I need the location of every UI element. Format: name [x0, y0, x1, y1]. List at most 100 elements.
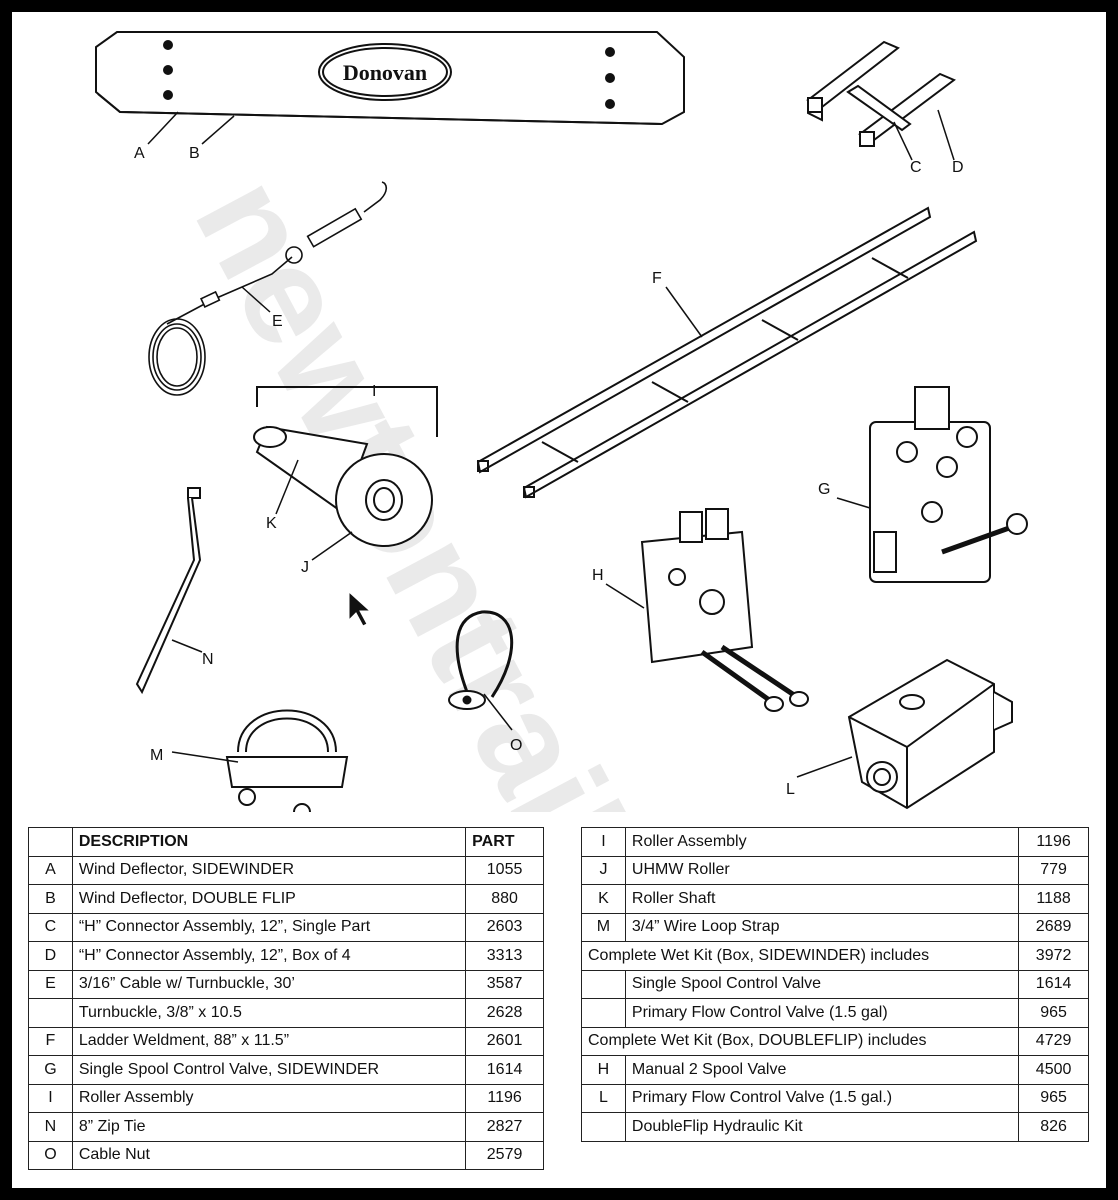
callout-labels: A B C D E F G H I J K L M N O — [134, 145, 964, 798]
row-part: 779 — [1018, 855, 1089, 885]
row-part: 1055 — [465, 855, 544, 885]
callout-l: L — [786, 781, 795, 798]
row-key — [581, 1112, 626, 1142]
row-part: 826 — [1018, 1112, 1089, 1142]
row-description: Complete Wet Kit (Box, SIDEWINDER) inclu… — [580, 941, 1020, 971]
row-description: Manual 2 Spool Valve — [624, 1055, 1020, 1085]
callout-o: O — [510, 737, 522, 754]
row-part: 965 — [1018, 998, 1089, 1028]
row-description: Ladder Weldment, 88” x 11.5” — [71, 1026, 467, 1056]
row-description: Roller Assembly — [71, 1083, 467, 1113]
row-part: 3587 — [465, 969, 544, 999]
row-key — [581, 998, 626, 1028]
row-description: “H” Connector Assembly, 12”, Single Part — [71, 912, 467, 942]
ladder-drawing — [476, 206, 978, 499]
h-connector-drawing — [806, 40, 956, 147]
row-key: E — [28, 969, 73, 999]
row-key: A — [28, 855, 73, 885]
row-description: Wind Deflector, DOUBLE FLIP — [71, 884, 467, 914]
spool-valve-drawing — [640, 508, 809, 712]
parts-sheet: newtontrailers Donovan — [12, 12, 1106, 1188]
row-description: Single Spool Control Valve — [624, 969, 1020, 999]
row-key — [28, 998, 73, 1028]
row-key: C — [28, 912, 73, 942]
row-key: I — [28, 1083, 73, 1113]
row-description: 3/16” Cable w/ Turnbuckle, 30’ — [71, 969, 467, 999]
row-key: I — [581, 827, 626, 857]
wind-deflector-drawing — [95, 31, 685, 126]
callout-n: N — [202, 651, 214, 668]
callout-e: E — [272, 313, 283, 330]
row-part: 1614 — [465, 1055, 544, 1085]
row-key: G — [28, 1055, 73, 1085]
roller-drawing — [253, 386, 438, 547]
table-row: Complete Wet Kit (Box, SIDEWINDER) inclu… — [580, 941, 1089, 971]
table-header-row: DESCRIPTION PART — [28, 827, 544, 857]
row-part: 2689 — [1018, 912, 1089, 942]
row-part: 4729 — [1018, 1026, 1089, 1056]
row-description: Roller Assembly — [624, 827, 1020, 857]
row-part: 4500 — [1018, 1055, 1089, 1085]
row-description: UHMW Roller — [624, 855, 1020, 885]
brand-logo: Donovan — [343, 60, 427, 85]
row-description: Complete Wet Kit (Box, DOUBLEFLIP) inclu… — [580, 1026, 1020, 1056]
callout-m: M — [150, 747, 163, 764]
table-row: C“H” Connector Assembly, 12”, Single Par… — [28, 912, 544, 942]
cable-clamp-drawing — [448, 610, 514, 710]
row-part: 880 — [465, 884, 544, 914]
row-part: 1196 — [1018, 827, 1089, 857]
callout-leaders — [147, 109, 955, 778]
row-description: 8” Zip Tie — [71, 1112, 467, 1142]
cursor-icon — [348, 590, 372, 627]
callout-a: A — [134, 145, 145, 162]
callout-i: I — [372, 383, 376, 400]
row-key: L — [581, 1083, 626, 1113]
row-description: DoubleFlip Hydraulic Kit — [624, 1112, 1020, 1142]
callout-d: D — [952, 159, 964, 176]
row-part: 2601 — [465, 1026, 544, 1056]
row-key: K — [581, 884, 626, 914]
flow-control-valve-drawing — [847, 658, 1013, 810]
row-description: 3/4” Wire Loop Strap — [624, 912, 1020, 942]
header-description: DESCRIPTION — [71, 827, 467, 857]
callout-c: C — [910, 159, 922, 176]
row-part: 2827 — [465, 1112, 544, 1142]
row-part: 3972 — [1018, 941, 1089, 971]
row-key: M — [581, 912, 626, 942]
callout-f: F — [652, 270, 662, 287]
row-part: 1196 — [465, 1083, 544, 1113]
header-key — [28, 827, 73, 857]
row-part: 2603 — [465, 912, 544, 942]
row-description: Wind Deflector, SIDEWINDER — [71, 855, 467, 885]
row-part: 965 — [1018, 1083, 1089, 1113]
row-description: Roller Shaft — [624, 884, 1020, 914]
table-row: Complete Wet Kit (Box, DOUBLEFLIP) inclu… — [580, 1026, 1089, 1056]
parts-illustration: newtontrailers Donovan — [95, 31, 1028, 812]
row-description: Single Spool Control Valve, SIDEWINDER — [71, 1055, 467, 1085]
control-valve-drawing — [869, 386, 1028, 583]
row-part: 1614 — [1018, 969, 1089, 999]
row-key: D — [28, 941, 73, 971]
callout-k: K — [266, 515, 277, 532]
row-part: 3313 — [465, 941, 544, 971]
